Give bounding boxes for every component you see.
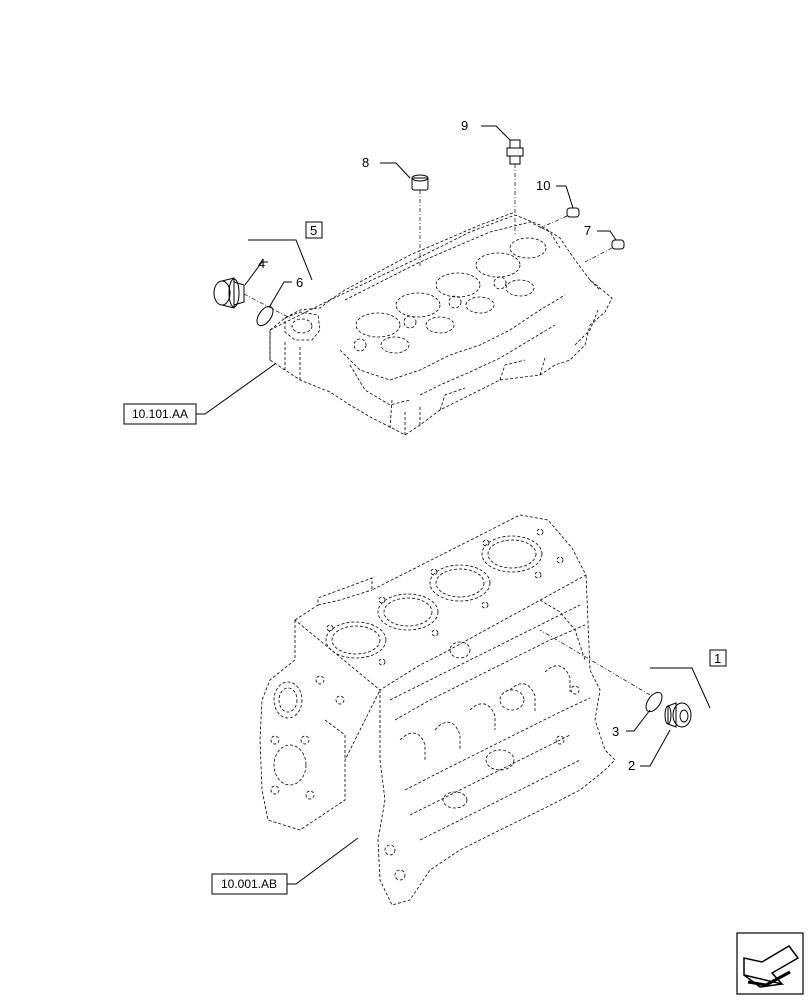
leader-lines-lower bbox=[287, 667, 711, 885]
part-3-o-ring bbox=[645, 691, 663, 713]
reference-block[interactable]: 10.001.AB bbox=[221, 877, 277, 891]
part-10-plug bbox=[539, 207, 580, 229]
part-6-o-ring bbox=[256, 305, 274, 327]
callout-3: 3 bbox=[612, 724, 619, 739]
callout-10: 10 bbox=[536, 178, 550, 193]
callout-9: 9 bbox=[461, 118, 468, 133]
callout-8: 8 bbox=[362, 155, 369, 170]
part-7-plug bbox=[584, 239, 625, 263]
callout-4: 4 bbox=[258, 256, 265, 271]
cylinder-block bbox=[259, 514, 616, 906]
part-8-plug bbox=[411, 174, 429, 268]
part-4-plug bbox=[213, 277, 291, 319]
callout-1-box bbox=[709, 649, 727, 667]
callout-5-box bbox=[305, 221, 323, 239]
cylinder-head bbox=[269, 211, 613, 436]
callout-7: 7 bbox=[584, 223, 591, 238]
next-page-arrow-icon[interactable] bbox=[736, 932, 804, 995]
part-2-plug bbox=[664, 702, 692, 728]
axis-line-lower bbox=[539, 629, 651, 696]
callout-1: 1 bbox=[714, 651, 721, 666]
callout-6: 6 bbox=[296, 275, 303, 290]
callout-5: 5 bbox=[310, 223, 317, 238]
reference-box-block[interactable] bbox=[211, 873, 288, 895]
leader-lines-upper bbox=[196, 125, 617, 415]
reference-head[interactable]: 10.101.AA bbox=[132, 407, 188, 421]
part-9-sender bbox=[506, 139, 524, 235]
reference-box-head[interactable] bbox=[123, 403, 197, 425]
callout-2: 2 bbox=[628, 758, 635, 773]
